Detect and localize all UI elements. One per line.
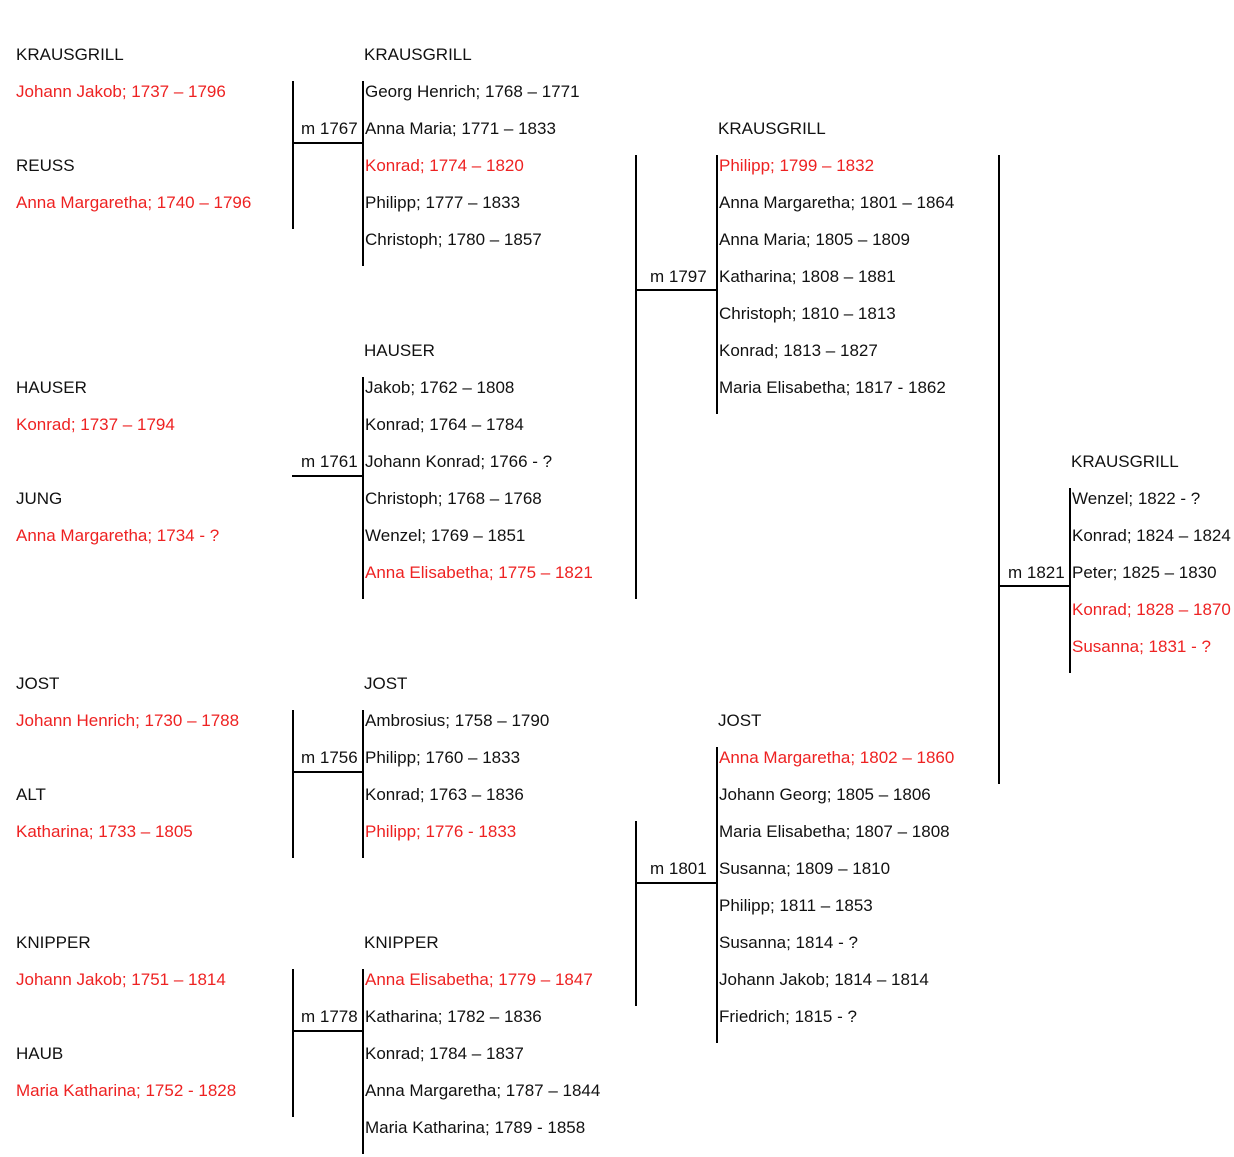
child-hauser-g2-3: Johann Konrad; 1766 - ? (365, 452, 553, 471)
child-krausgrill-g4-4: Konrad; 1828 – 1870 (1072, 600, 1231, 619)
marriage-link-1821 (998, 585, 1071, 587)
children-bracket-krausgrill-g4 (1069, 488, 1071, 673)
child-jost-g3-8: Friedrich; 1815 - ? (719, 1007, 857, 1026)
children-bracket-jost-g2 (362, 710, 364, 858)
marriage-label-1797: m 1797 (650, 267, 707, 286)
marriage-link-1797 (635, 289, 718, 291)
marriage-bracket-1797 (635, 155, 637, 599)
person-johann-jakob-knipper: Johann Jakob; 1751 – 1814 (16, 970, 226, 989)
marriage-bracket-1821 (998, 155, 1000, 784)
marriage-link-1756 (292, 771, 364, 773)
child-krausgrill-g3-1: Philipp; 1799 – 1832 (719, 156, 875, 175)
surname-krausgrill-g4: KRAUSGRILL (1071, 452, 1179, 471)
marriage-label-1801: m 1801 (650, 859, 707, 878)
marriage-bracket-1767 (292, 81, 294, 229)
child-hauser-g2-4: Christoph; 1768 – 1768 (365, 489, 542, 508)
child-jost-g2-2: Philipp; 1760 – 1833 (365, 748, 521, 767)
children-bracket-krausgrill-g3 (716, 155, 718, 414)
child-knipper-g2-3: Konrad; 1784 – 1837 (365, 1044, 524, 1063)
child-hauser-g2-6: Anna Elisabetha; 1775 – 1821 (365, 563, 593, 582)
surname-alt: ALT (16, 785, 46, 804)
child-hauser-g2-5: Wenzel; 1769 – 1851 (365, 526, 526, 545)
marriage-label-1821: m 1821 (1008, 563, 1065, 582)
child-jost-g3-3: Maria Elisabetha; 1807 – 1808 (719, 822, 950, 841)
child-jost-g3-4: Susanna; 1809 – 1810 (719, 859, 891, 878)
marriage-label-1767: m 1767 (301, 119, 358, 138)
child-krausgrill-g4-5: Susanna; 1831 - ? (1072, 637, 1211, 656)
marriage-link-1778 (292, 1030, 364, 1032)
child-krausgrill-g4-3: Peter; 1825 – 1830 (1072, 563, 1217, 582)
child-hauser-g2-1: Jakob; 1762 – 1808 (365, 378, 515, 397)
surname-jost-g2: JOST (364, 674, 408, 693)
child-krausgrill-g2-5: Christoph; 1780 – 1857 (365, 230, 542, 249)
children-bracket-krausgrill-g2 (362, 81, 364, 266)
person-konrad-hauser: Konrad; 1737 – 1794 (16, 415, 175, 434)
child-krausgrill-g3-7: Maria Elisabetha; 1817 - 1862 (719, 378, 946, 397)
person-maria-katharina-haub: Maria Katharina; 1752 - 1828 (16, 1081, 237, 1100)
surname-krausgrill-g3: KRAUSGRILL (718, 119, 826, 138)
child-knipper-g2-5: Maria Katharina; 1789 - 1858 (365, 1118, 586, 1137)
marriage-link-1801 (635, 882, 718, 884)
child-hauser-g2-2: Konrad; 1764 – 1784 (365, 415, 524, 434)
marriage-bracket-1778 (292, 969, 294, 1117)
child-krausgrill-g2-4: Philipp; 1777 – 1833 (365, 193, 521, 212)
child-knipper-g2-1: Anna Elisabetha; 1779 – 1847 (365, 970, 593, 989)
marriage-bracket-1801 (635, 821, 637, 1006)
children-bracket-knipper-g2 (362, 969, 364, 1154)
marriage-bracket-1756 (292, 710, 294, 858)
surname-knipper-g2: KNIPPER (364, 933, 439, 952)
marriage-label-1778: m 1778 (301, 1007, 358, 1026)
child-jost-g3-5: Philipp; 1811 – 1853 (719, 896, 873, 915)
surname-krausgrill-g1: KRAUSGRILL (16, 45, 124, 64)
child-krausgrill-g4-2: Konrad; 1824 – 1824 (1072, 526, 1231, 545)
marriage-link-1767 (292, 142, 364, 144)
person-johann-henrich-jost: Johann Henrich; 1730 – 1788 (16, 711, 240, 730)
person-anna-margaretha-jung: Anna Margaretha; 1734 - ? (16, 526, 220, 545)
children-bracket-jost-g3 (716, 747, 718, 1043)
marriage-label-1756: m 1756 (301, 748, 358, 767)
surname-hauser-g1: HAUSER (16, 378, 87, 397)
surname-krausgrill-g2: KRAUSGRILL (364, 45, 472, 64)
child-krausgrill-g2-3: Konrad; 1774 – 1820 (365, 156, 524, 175)
child-jost-g2-4: Philipp; 1776 - 1833 (365, 822, 517, 841)
child-krausgrill-g3-4: Katharina; 1808 – 1881 (719, 267, 896, 286)
children-bracket-hauser-g2 (362, 377, 364, 599)
child-jost-g3-2: Johann Georg; 1805 – 1806 (719, 785, 931, 804)
child-knipper-g2-2: Katharina; 1782 – 1836 (365, 1007, 542, 1026)
surname-hauser-g2: HAUSER (364, 341, 435, 360)
marriage-link-1761 (292, 475, 364, 477)
person-johann-jakob-krausgrill: Johann Jakob; 1737 – 1796 (16, 82, 226, 101)
child-krausgrill-g3-3: Anna Maria; 1805 – 1809 (719, 230, 910, 249)
surname-jost-g1: JOST (16, 674, 60, 693)
marriage-label-1761: m 1761 (301, 452, 358, 471)
child-krausgrill-g3-5: Christoph; 1810 – 1813 (719, 304, 896, 323)
child-krausgrill-g4-1: Wenzel; 1822 - ? (1072, 489, 1201, 508)
child-krausgrill-g3-2: Anna Margaretha; 1801 – 1864 (719, 193, 955, 212)
child-jost-g3-1: Anna Margaretha; 1802 – 1860 (719, 748, 955, 767)
surname-jost-g3: JOST (718, 711, 762, 730)
surname-knipper-g1: KNIPPER (16, 933, 91, 952)
child-jost-g3-6: Susanna; 1814 - ? (719, 933, 858, 952)
child-jost-g2-3: Konrad; 1763 – 1836 (365, 785, 524, 804)
person-katharina-alt: Katharina; 1733 – 1805 (16, 822, 193, 841)
child-jost-g3-7: Johann Jakob; 1814 – 1814 (719, 970, 929, 989)
child-jost-g2-1: Ambrosius; 1758 – 1790 (365, 711, 550, 730)
surname-reuss: REUSS (16, 156, 75, 175)
child-knipper-g2-4: Anna Margaretha; 1787 – 1844 (365, 1081, 601, 1100)
child-krausgrill-g2-2: Anna Maria; 1771 – 1833 (365, 119, 556, 138)
surname-jung: JUNG (16, 489, 63, 508)
child-krausgrill-g3-6: Konrad; 1813 – 1827 (719, 341, 878, 360)
child-krausgrill-g2-1: Georg Henrich; 1768 – 1771 (365, 82, 580, 101)
person-anna-margaretha-reuss: Anna Margaretha; 1740 – 1796 (16, 193, 252, 212)
surname-haub: HAUB (16, 1044, 64, 1063)
